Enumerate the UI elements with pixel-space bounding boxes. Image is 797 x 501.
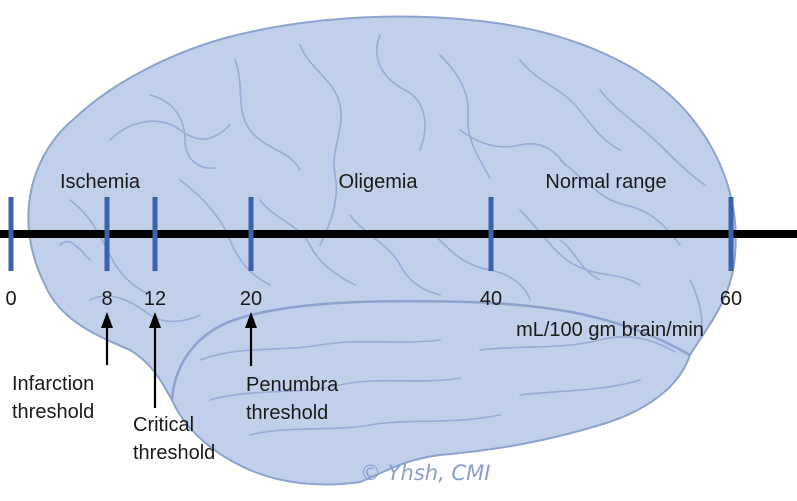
zone-label-oligemia: Oligemia	[339, 171, 419, 193]
critical-threshold-label-line1: Critical	[133, 414, 194, 436]
tick-label-20: 20	[240, 288, 262, 310]
unit-label: mL/100 gm brain/min	[516, 319, 704, 341]
infarction-threshold-label-line2: threshold	[12, 401, 94, 423]
artist-signature: © Yhsh, CMI	[360, 461, 490, 485]
tick-label-0: 0	[5, 288, 16, 310]
tick-label-8: 8	[101, 288, 112, 310]
tick-label-12: 12	[144, 288, 166, 310]
zone-label-ischemia: Ischemia	[60, 171, 141, 193]
tick-label-60: 60	[720, 288, 742, 310]
tick-label-40: 40	[480, 288, 502, 310]
infarction-threshold-label-line1: Infarction	[12, 373, 94, 395]
penumbra-threshold-label-line1: Penumbra	[246, 374, 339, 396]
zone-label-normal-range: Normal range	[545, 171, 666, 193]
penumbra-threshold-label-line2: threshold	[246, 402, 328, 424]
critical-threshold-label-line2: threshold	[133, 442, 215, 464]
